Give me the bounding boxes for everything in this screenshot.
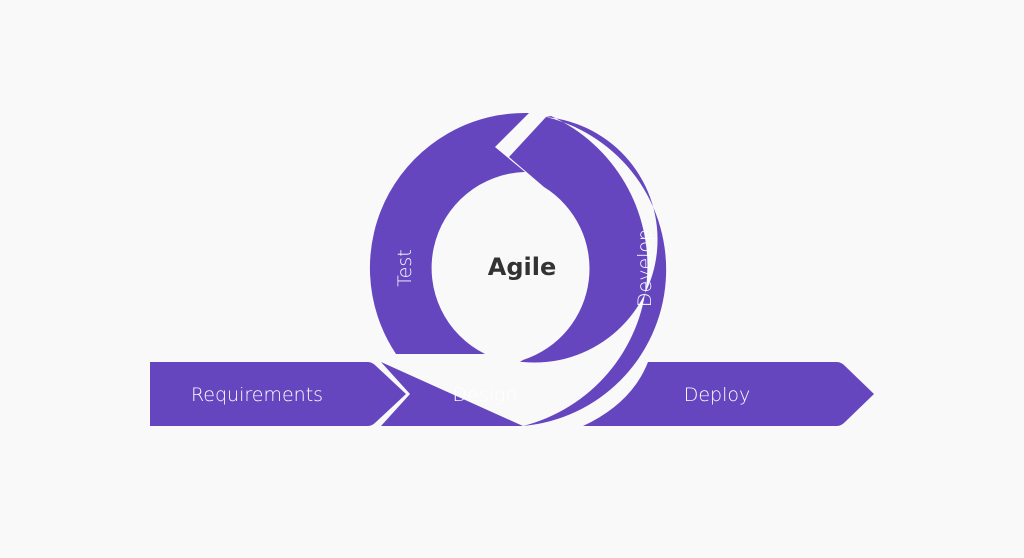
requirements-arrow <box>150 362 406 426</box>
requirements-label: Requirements <box>191 384 323 406</box>
deploy-arrow <box>583 362 874 426</box>
test-label: Test <box>394 249 416 286</box>
agile-center-label: Agile <box>488 253 556 281</box>
design-label: Design <box>453 384 518 406</box>
design-develop-arc <box>381 116 667 426</box>
deploy-label: Deploy <box>684 384 751 406</box>
test-arc <box>369 112 529 354</box>
develop-label: Develop <box>634 229 656 307</box>
